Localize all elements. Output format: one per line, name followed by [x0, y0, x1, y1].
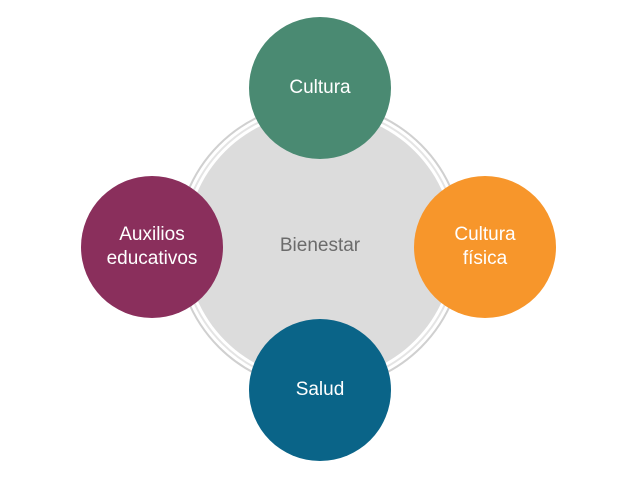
- node-circle-salud: [249, 319, 391, 461]
- node-circle-auxilios-educativos: [81, 176, 223, 318]
- node-circle-cultura: [249, 17, 391, 159]
- center-circle: [186, 112, 454, 380]
- node-circle-cultura-fisica: [414, 176, 556, 318]
